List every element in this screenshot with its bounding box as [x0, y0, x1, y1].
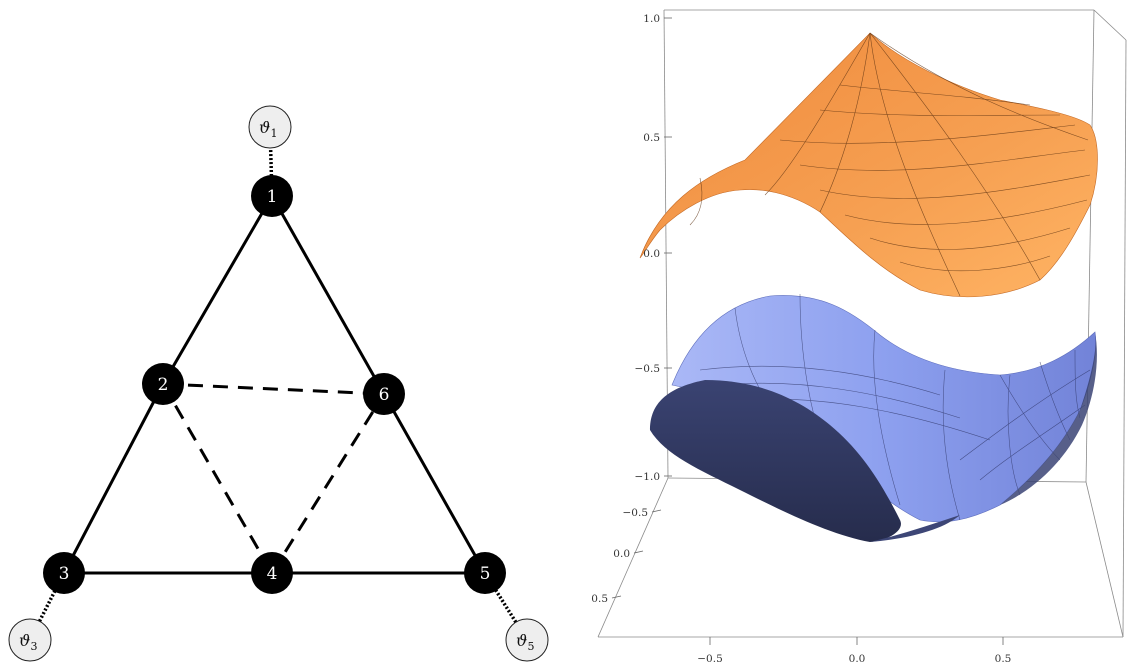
node-2 [142, 363, 184, 405]
z-tick-label: 0.5 [643, 132, 660, 144]
edge-2-3 [62, 383, 165, 574]
node-5 [464, 552, 506, 594]
external-node-3 [8, 618, 52, 662]
external-node-5 [505, 618, 549, 662]
external-node-1 [248, 105, 292, 149]
external-node-label: ϑ5 [516, 631, 534, 653]
y-tick-mark [633, 550, 644, 554]
z-tick-label: 1.0 [643, 13, 660, 25]
y-tick-label: −0.5 [623, 507, 649, 519]
triangle-graph: ϑ1 ϑ3 ϑ5 1 2 3 4 5 6 [8, 105, 549, 662]
node-label-6: 6 [379, 385, 390, 405]
x-tick-label: 0.0 [849, 653, 866, 665]
y-tick-label: 0.5 [591, 593, 608, 605]
y-tick-label: 0.0 [613, 548, 630, 560]
y-axis-ticks: −0.5 0.0 0.5 [591, 507, 662, 605]
node-3 [43, 552, 85, 594]
node-label-3: 3 [59, 564, 70, 584]
node-1 [251, 175, 293, 217]
node-6 [363, 373, 405, 415]
edge-1-2 [161, 195, 274, 385]
edge-6-1 [270, 195, 386, 395]
y-tick-mark [651, 509, 662, 513]
external-node-label: ϑ1 [259, 118, 277, 140]
x-tick-label: 0.5 [995, 653, 1012, 665]
upper-surface [639, 32, 1098, 298]
x-axis-ticks: −0.5 0.0 0.5 [697, 637, 1011, 665]
external-nodes: ϑ1 ϑ3 ϑ5 [8, 105, 549, 662]
x-tick-label: −0.5 [697, 653, 723, 665]
edge-2-4 [161, 383, 274, 574]
node-label-1: 1 [267, 187, 278, 207]
graph-nodes: 1 2 3 4 5 6 [43, 175, 506, 594]
node-label-2: 2 [158, 375, 169, 395]
surface-plot: 1.0 0.5 0.0 −0.5 −1.0 −0.5 0.0 0.5 −0.5 0.0 0.5 [591, 9, 1127, 665]
plot-box [597, 9, 1127, 638]
edge-2-6 [162, 382, 385, 396]
node-4 [251, 552, 293, 594]
edge-5-6 [382, 393, 487, 574]
lower-surface [650, 293, 1097, 542]
z-axis-ticks: 1.0 0.5 0.0 −0.5 −1.0 [635, 13, 672, 483]
z-tick-label: −1.0 [635, 471, 661, 483]
graph-edges [62, 195, 487, 575]
edge-4-6 [270, 393, 386, 574]
node-label-4: 4 [267, 564, 278, 584]
node-label-5: 5 [480, 564, 491, 584]
external-node-label: ϑ3 [19, 631, 37, 653]
z-tick-label: 0.0 [643, 248, 660, 260]
y-tick-mark [611, 595, 622, 599]
z-tick-label: −0.5 [635, 363, 661, 375]
